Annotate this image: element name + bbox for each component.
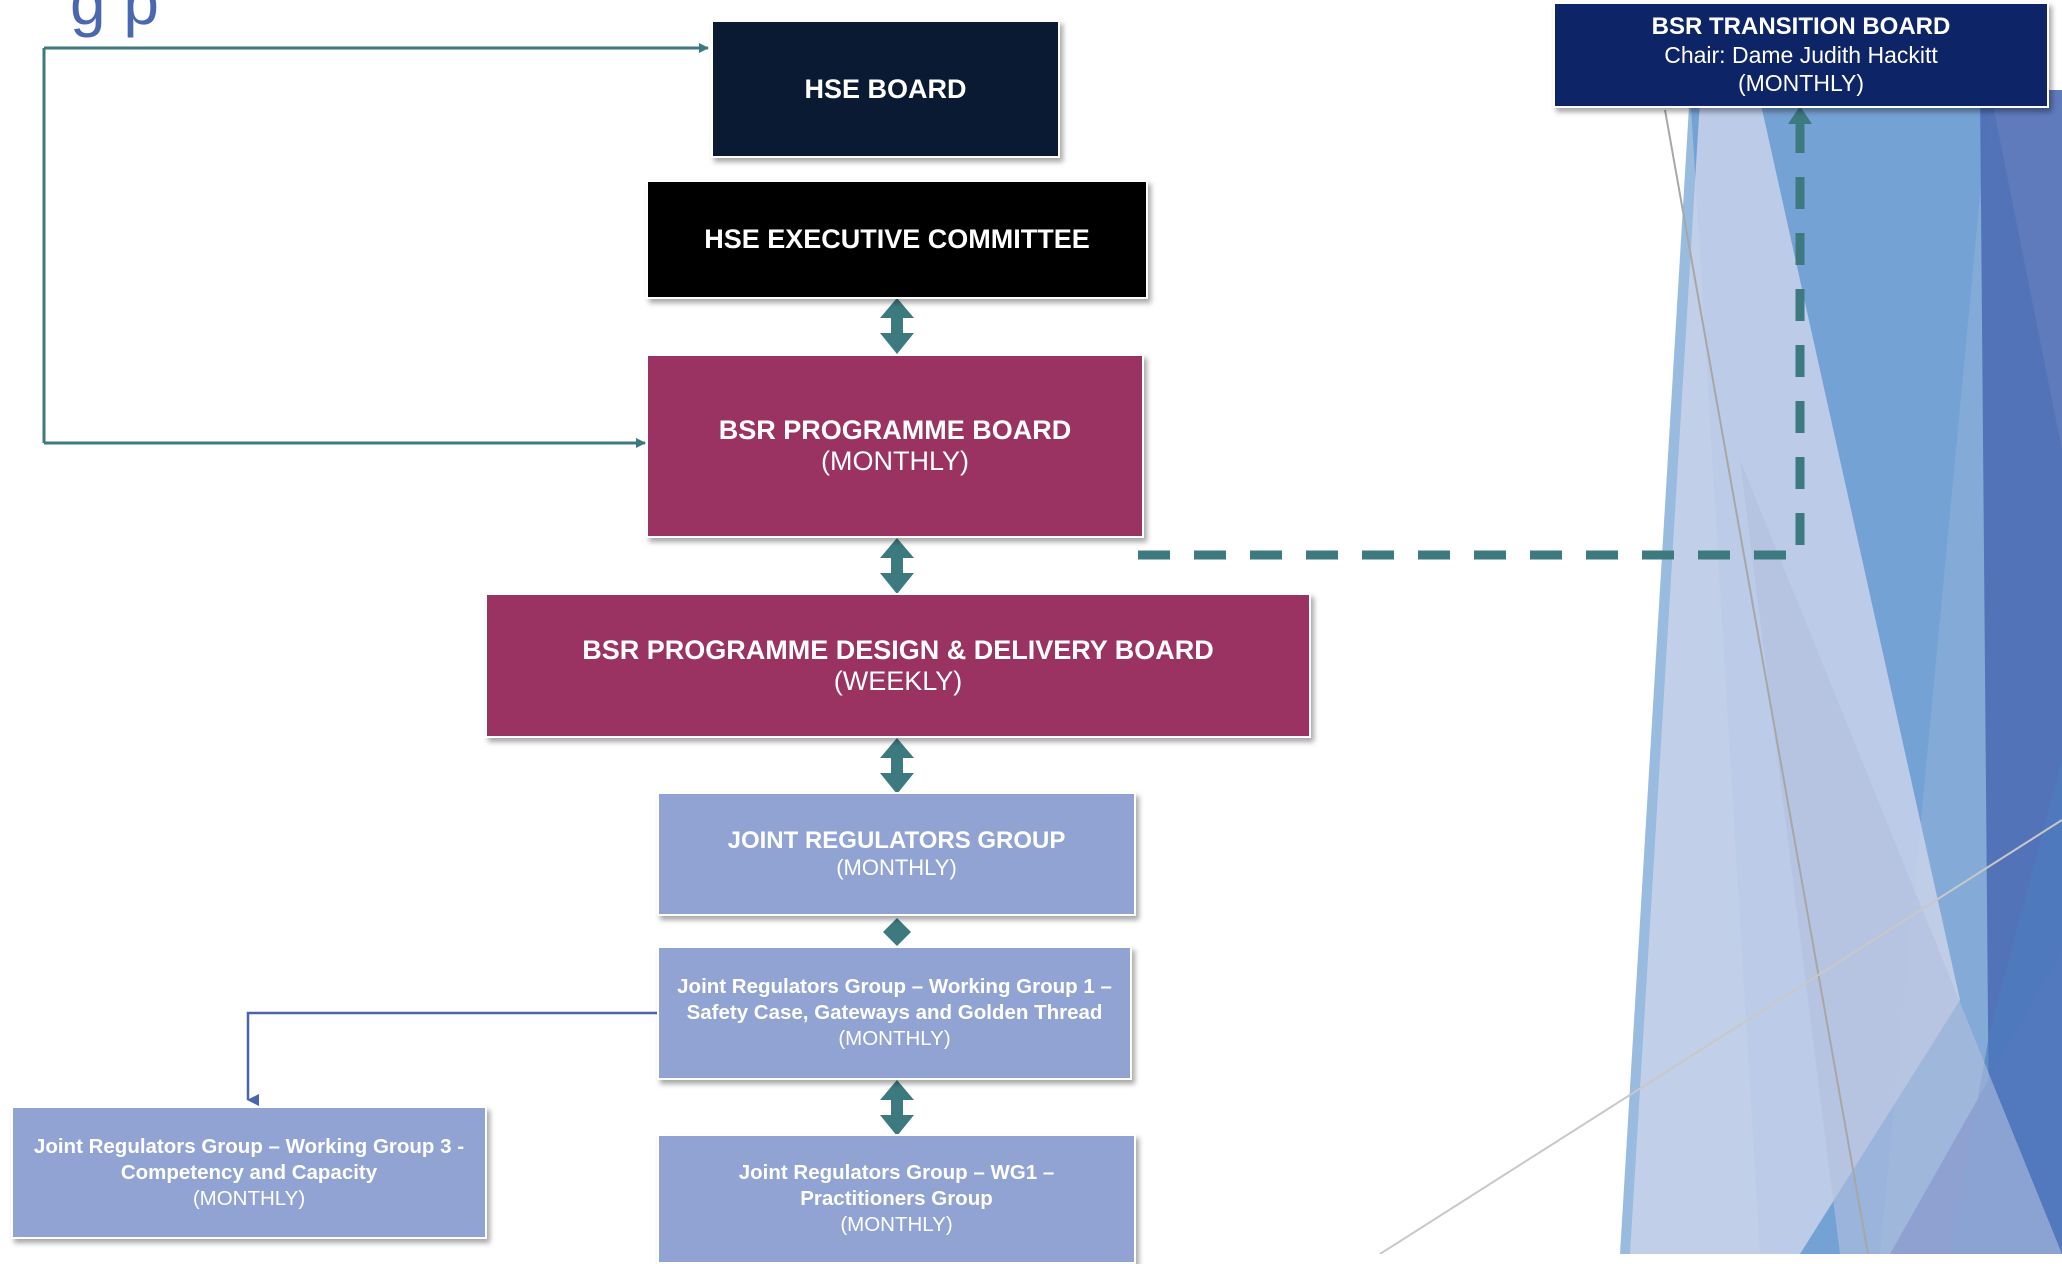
bsr-transition-board-chair: Chair: Dame Judith Hackitt <box>1664 42 1938 68</box>
working-group-1-title: Joint Regulators Group – Working Group 1… <box>677 975 1112 1024</box>
working-group-1-frequency: (MONTHLY) <box>838 1027 951 1050</box>
bsr-transition-board-frequency: (MONTHLY) <box>1737 70 1865 96</box>
bsr-programme-board-title: BSR PROGRAMME BOARD <box>718 415 1072 445</box>
bsr-programme-design-delivery-board-frequency: (WEEKLY) <box>833 665 963 696</box>
hse-executive-committee-box: HSE EXECUTIVE COMMITTEE <box>646 180 1148 299</box>
joint-regulators-group-box: JOINT REGULATORS GROUP (MONTHLY) <box>657 792 1136 916</box>
slide-title-fragment: g p <box>70 0 159 38</box>
bsr-programme-design-delivery-board-box: BSR PROGRAMME DESIGN & DELIVERY BOARD (W… <box>485 593 1311 738</box>
working-group-3-frequency: (MONTHLY) <box>192 1186 306 1210</box>
hse-executive-committee-title: HSE EXECUTIVE COMMITTEE <box>704 224 1090 254</box>
joint-regulators-group-frequency: (MONTHLY) <box>836 855 957 880</box>
hse-board-box: HSE BOARD <box>711 20 1060 158</box>
bsr-programme-board-box: BSR PROGRAMME BOARD (MONTHLY) <box>646 354 1144 538</box>
working-group-3-title: Joint Regulators Group – Working Group 3… <box>33 1134 465 1184</box>
wg1-practitioners-group-box: Joint Regulators Group – WG1 – Practitio… <box>657 1134 1136 1264</box>
bsr-programme-board-frequency: (MONTHLY) <box>821 446 969 476</box>
hse-board-title: HSE BOARD <box>804 73 967 104</box>
working-group-1-box: Joint Regulators Group – Working Group 1… <box>657 946 1132 1080</box>
wg1-practitioners-group-title: Joint Regulators Group – WG1 – Practitio… <box>738 1161 1055 1210</box>
bsr-programme-design-delivery-board-title: BSR PROGRAMME DESIGN & DELIVERY BOARD <box>582 634 1214 665</box>
bsr-transition-board-title: BSR TRANSITION BOARD <box>1651 13 1951 40</box>
bsr-transition-board-box: BSR TRANSITION BOARD Chair: Dame Judith … <box>1553 2 2049 108</box>
wg1-practitioners-group-frequency: (MONTHLY) <box>840 1213 953 1236</box>
joint-regulators-group-title: JOINT REGULATORS GROUP <box>727 827 1066 854</box>
working-group-3-box: Joint Regulators Group – Working Group 3… <box>11 1106 487 1239</box>
